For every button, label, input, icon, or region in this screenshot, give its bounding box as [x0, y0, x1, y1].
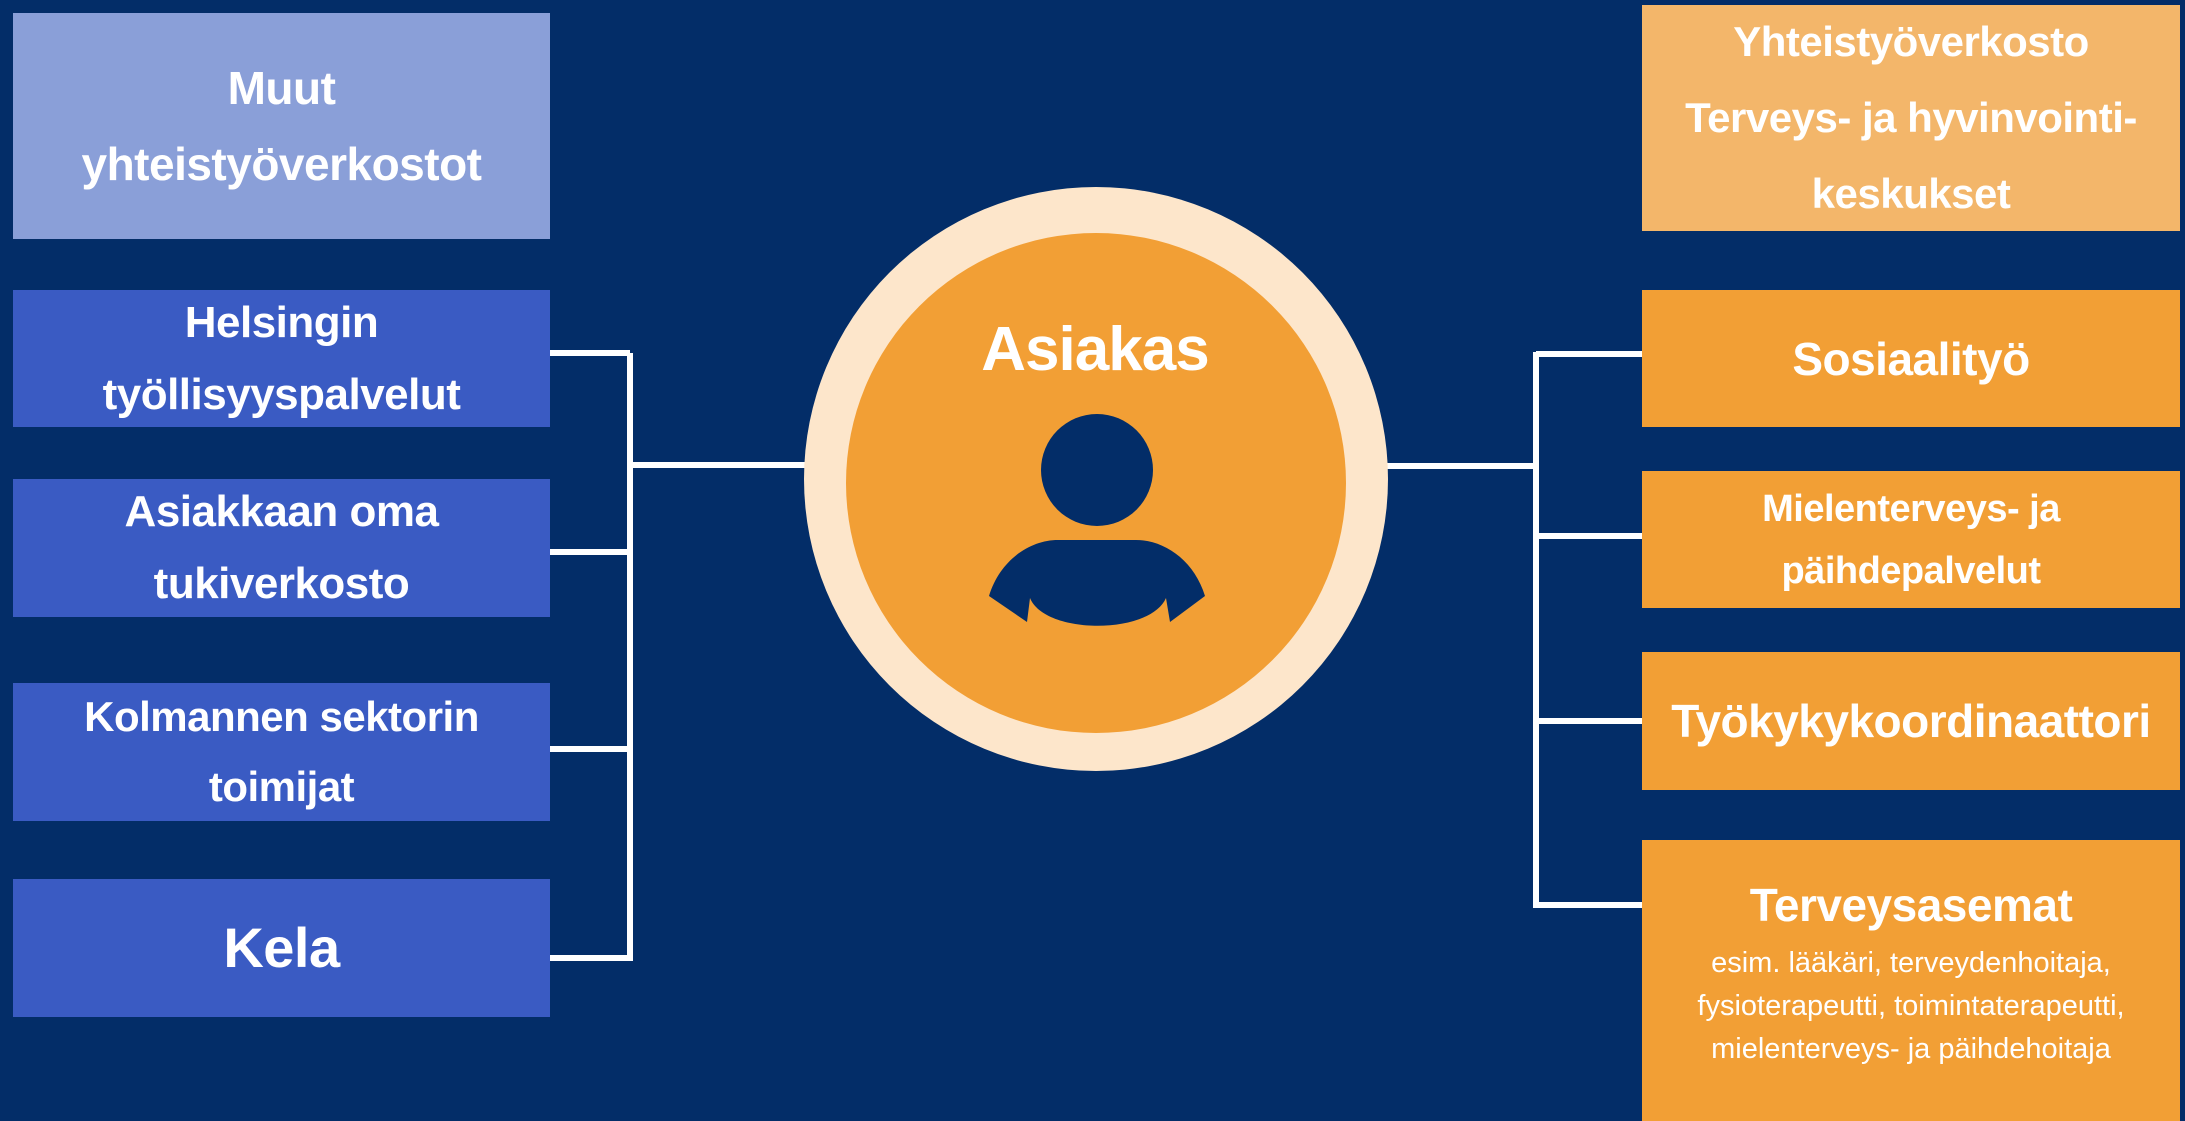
- left-box-kela: Kela: [13, 879, 550, 1017]
- left-header-line-2: yhteistyöverkostot: [81, 138, 482, 190]
- right-header-line-3: keskukset: [1811, 170, 2011, 217]
- left-box-1-line-1: Helsingin: [184, 297, 379, 347]
- right-header-box: Yhteistyöverkosto Terveys- ja hyvinvoint…: [1642, 5, 2180, 231]
- left-box-4-line-1: Kela: [223, 916, 340, 979]
- left-box-3-line-1: Kolmannen sektorin: [84, 693, 479, 740]
- left-box-2-line-2: tukiverkosto: [153, 559, 410, 608]
- right-box-4-title: Terveysasemat: [1749, 879, 2073, 931]
- right-box-terveysasemat: Terveysasemat esim. lääkäri, terveydenho…: [1642, 840, 2180, 1121]
- center-label: Asiakas: [981, 315, 1209, 384]
- right-box-tyokykykoordinaattori: Työkykykoordinaattori: [1642, 652, 2180, 790]
- right-box-mielenterveys-ja-paihdepalvelut: Mielenterveys- ja päihdepalvelut: [1642, 471, 2180, 608]
- right-header-line-2: Terveys- ja hyvinvointi-: [1685, 94, 2137, 141]
- right-box-sosiaalityo: Sosiaalityö: [1642, 290, 2180, 427]
- left-header-box: Muut yhteistyöverkostot: [13, 13, 550, 239]
- right-box-2-line-2: päihdepalvelut: [1781, 549, 2041, 592]
- right-box-3-line-1: Työkykykoordinaattori: [1671, 695, 2151, 747]
- right-header-line-1: Yhteistyöverkosto: [1733, 18, 2089, 65]
- right-box-2-line-1: Mielenterveys- ja: [1762, 487, 2060, 530]
- left-box-helsingin-tyollisyyspalvelut: Helsingin työllisyyspalvelut: [13, 290, 550, 427]
- left-header-line-1: Muut: [227, 62, 336, 114]
- right-box-1-line-1: Sosiaalityö: [1792, 332, 2030, 385]
- right-box-4-sub-line-1: esim. lääkäri, terveydenhoitaja,: [1711, 947, 2111, 979]
- left-box-2-line-1: Asiakkaan oma: [124, 487, 439, 536]
- right-box-4-sub-line-2: fysioterapeutti, toimintaterapeutti,: [1697, 990, 2125, 1022]
- left-box-1-line-2: työllisyyspalvelut: [102, 369, 461, 419]
- right-box-4-sub-line-3: mielenterveys- ja päihdehoitaja: [1711, 1033, 2111, 1065]
- person-icon: [989, 414, 1205, 626]
- left-box-3-line-2: toimijat: [208, 763, 355, 810]
- left-box-asiakkaan-oma-tukiverkosto: Asiakkaan oma tukiverkosto: [13, 479, 550, 617]
- left-box-kolmannen-sektorin-toimijat: Kolmannen sektorin toimijat: [13, 683, 550, 821]
